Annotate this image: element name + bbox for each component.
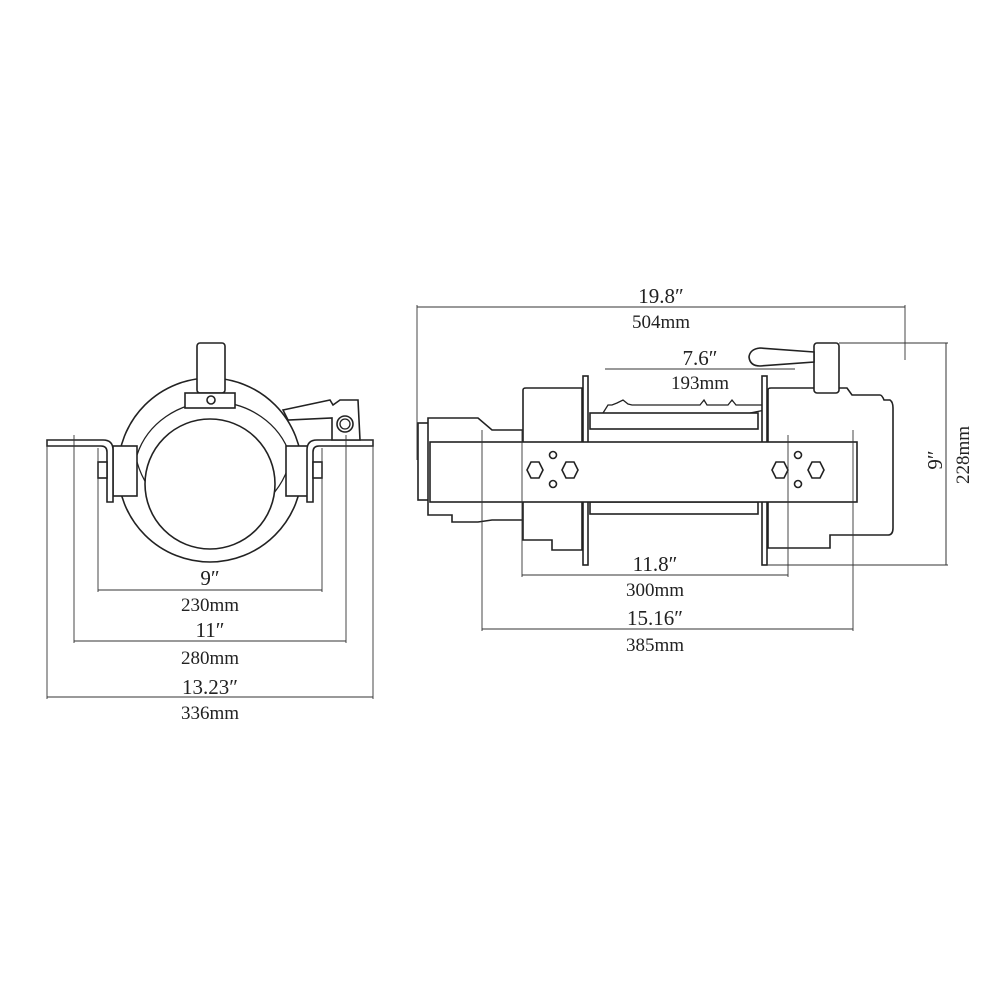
clutch-post (196, 342, 226, 394)
dim-label-inches: 11.8″ (633, 552, 678, 576)
dim-label-mm: 385mm (626, 635, 684, 656)
clutch-lever (748, 347, 815, 367)
bolt-nut-left (97, 461, 108, 479)
drum-bore (144, 418, 276, 550)
drum-top (589, 412, 759, 430)
mount-hole (793, 479, 803, 489)
bolt-nut-right (312, 461, 323, 479)
front-view: 9″ 230mm 11″ 280mm 13.23″ 336mm (46, 342, 374, 724)
dim-label-inches: 9″ (200, 566, 219, 590)
dim-label-mm: 228mm (953, 426, 974, 484)
side-view: 19.8″ 504mm 7.6″ 193mm 9″ 228mm 11.8″ 30… (416, 284, 974, 656)
dim-label-inches: 15.16″ (627, 606, 683, 630)
cap-screw (206, 395, 216, 405)
dim-label-inches: 11″ (196, 618, 225, 642)
valve-port (336, 415, 354, 433)
dim-label-mm: 280mm (181, 648, 239, 669)
dim-label-inches: 13.23″ (182, 675, 238, 699)
dim-label-inches: 9″ (923, 450, 947, 469)
dim-label-mm: 193mm (671, 373, 729, 394)
hex-bolt (807, 461, 825, 479)
dim-label-mm: 230mm (181, 595, 239, 616)
clamp-block-left (112, 445, 138, 497)
drum-bottom (589, 501, 759, 515)
dim-label-inches: 19.8″ (638, 284, 684, 308)
hex-bolt (526, 461, 544, 479)
hex-bolt (561, 461, 579, 479)
mount-bracket-right (306, 439, 374, 503)
frame-bar (429, 441, 858, 503)
mount-hole (793, 450, 803, 460)
hex-bolt (771, 461, 789, 479)
mount-hole (548, 479, 558, 489)
dim-label-mm: 504mm (632, 312, 690, 333)
mount-bracket-left (46, 439, 114, 503)
valve-port-inner (339, 418, 351, 430)
clutch-post (813, 342, 840, 394)
dim-label-inches: 7.6″ (683, 346, 718, 370)
dim-label-mm: 336mm (181, 703, 239, 724)
mount-hole (548, 450, 558, 460)
dim-label-mm: 300mm (626, 580, 684, 601)
